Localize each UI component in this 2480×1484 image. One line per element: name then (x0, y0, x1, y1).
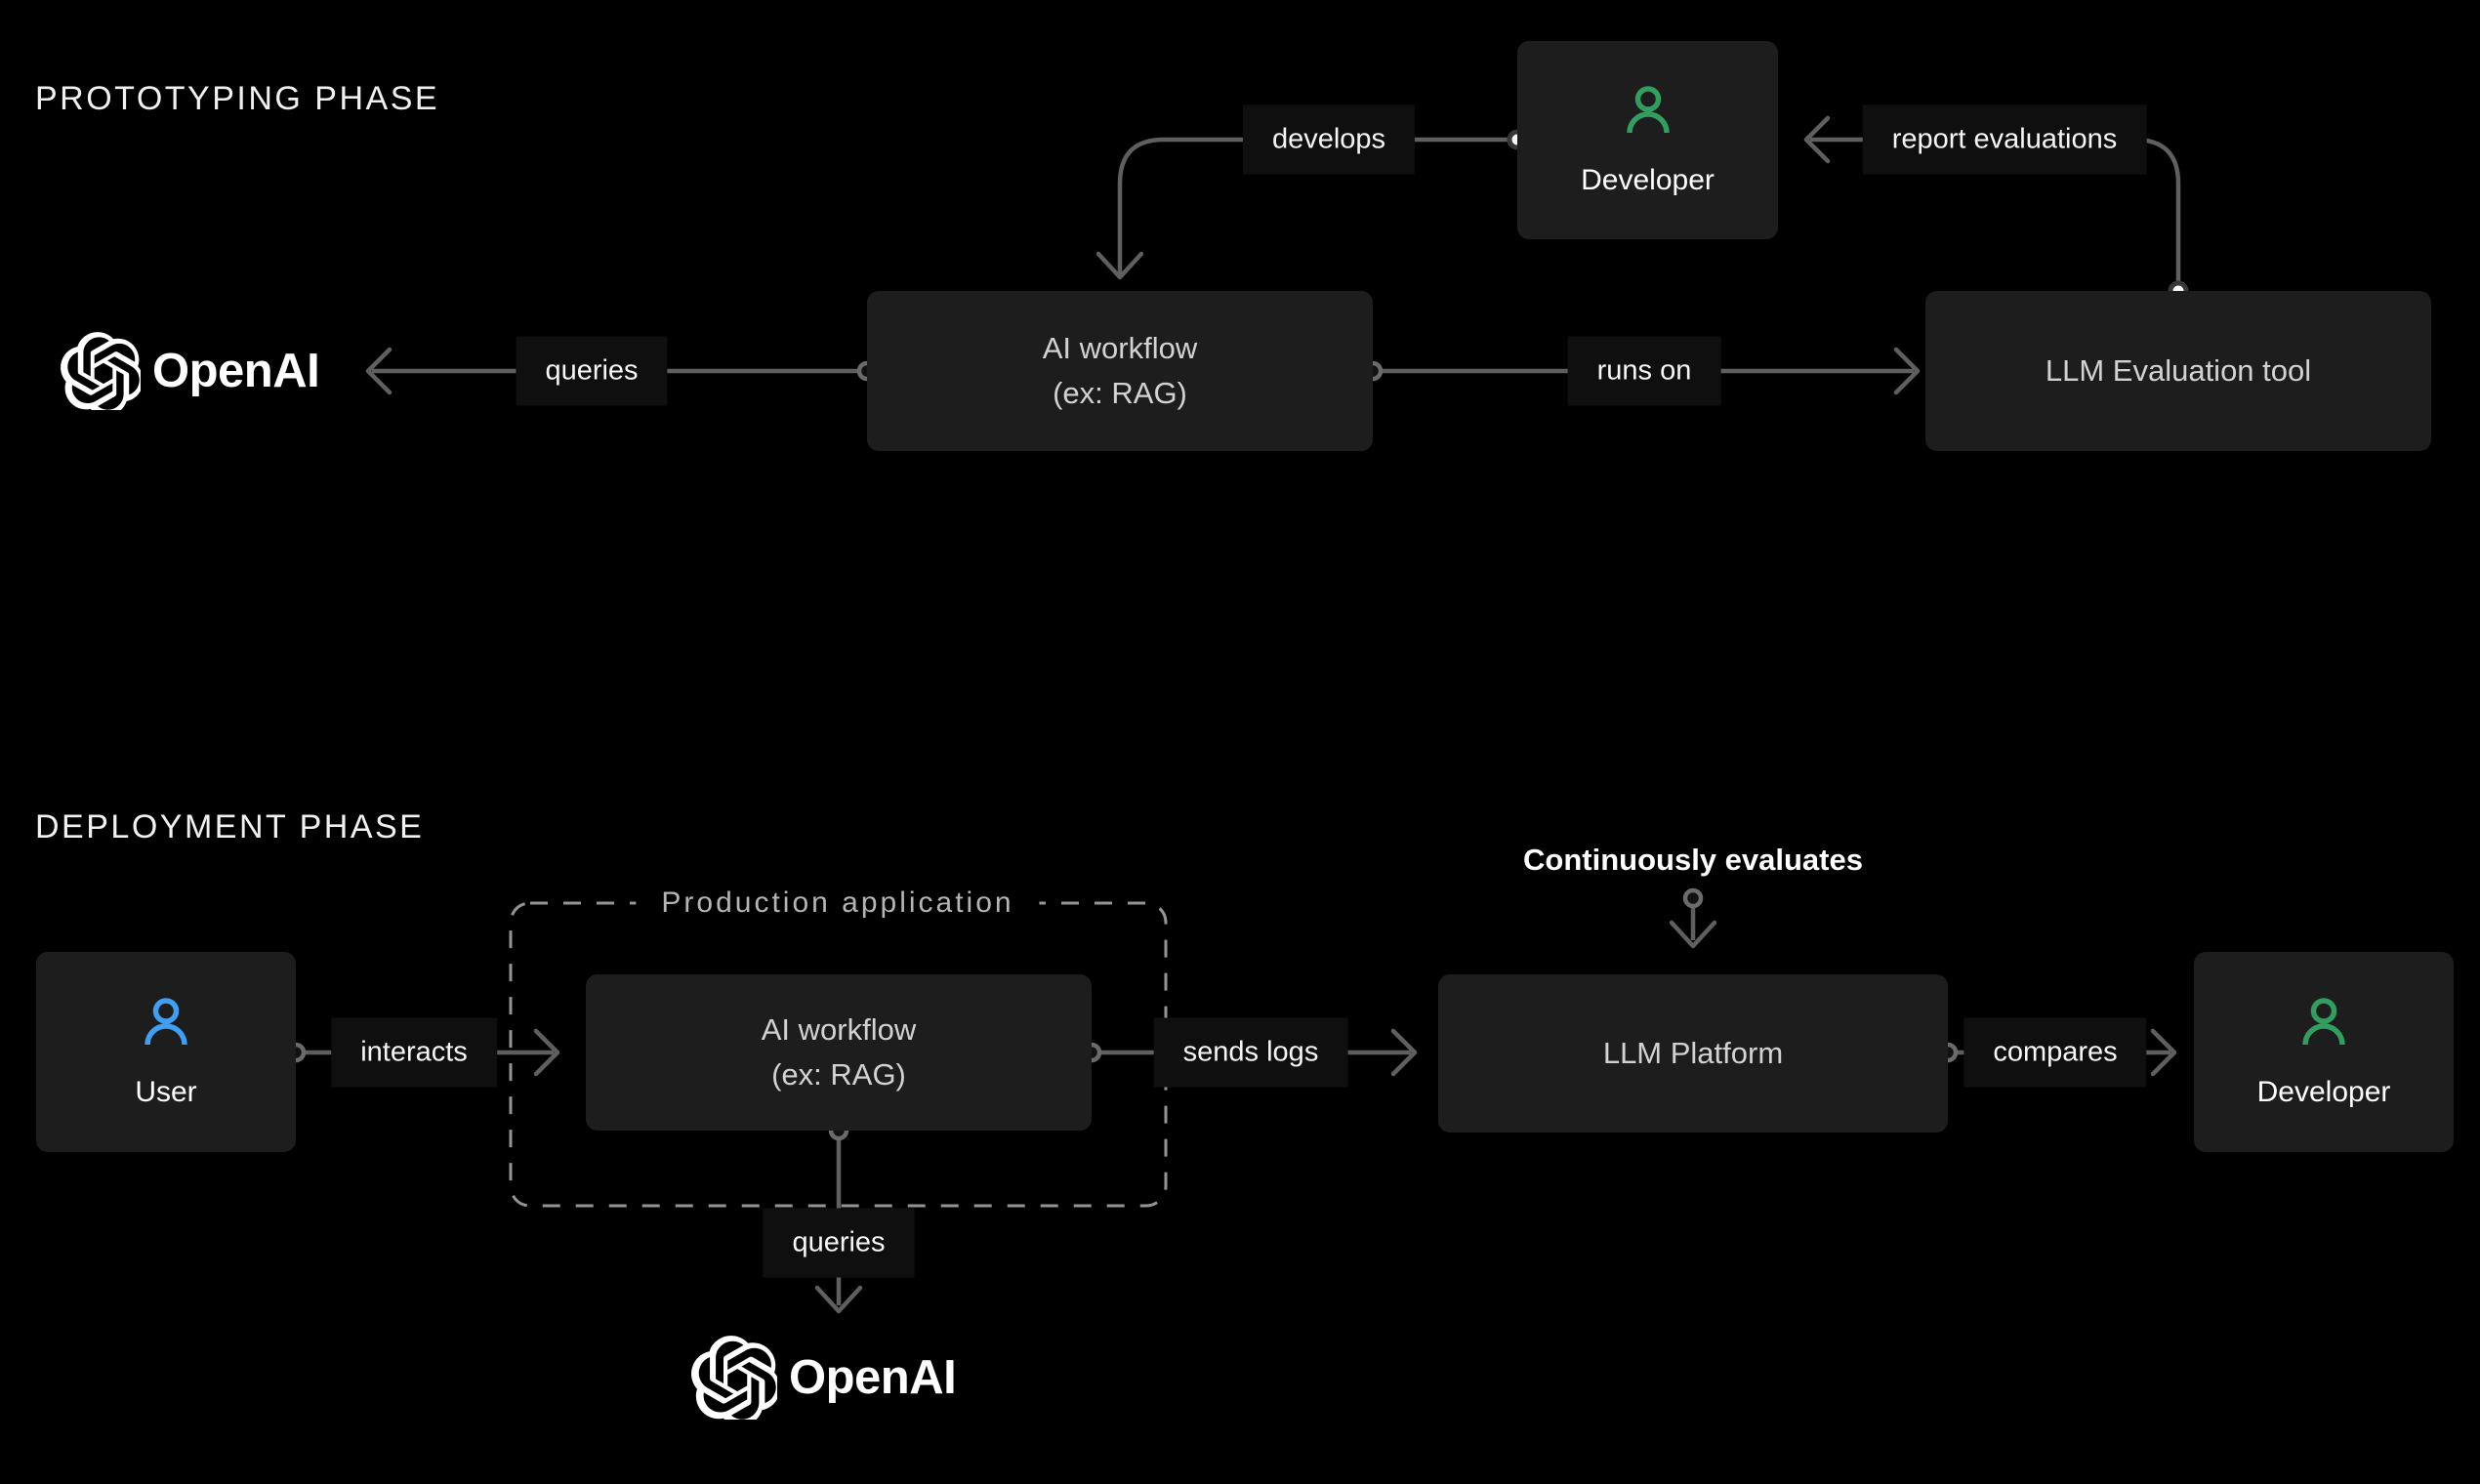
node-developer-deployment: Developer (2194, 952, 2454, 1152)
prototyping-phase-title: PROTOTYPING PHASE (35, 80, 440, 117)
ai-workflow-line1: AI workflow (761, 1011, 917, 1047)
edge-label-queries-top: queries (516, 336, 668, 406)
developer-icon (1621, 84, 1675, 139)
node-label-developer: Developer (2256, 1075, 2391, 1108)
edge-label-compares: compares (1963, 1017, 2147, 1088)
openai-flower-icon (61, 332, 141, 410)
openai-logo-prototyping: OpenAI (61, 332, 320, 410)
node-ai-workflow-prototyping: AI workflow (ex: RAG) (867, 291, 1373, 451)
node-user: User (36, 952, 296, 1152)
llm-platform-label: LLM Platform (1602, 1035, 1784, 1070)
openai-wordmark: OpenAI (789, 1351, 957, 1404)
node-label-developer: Developer (1581, 163, 1715, 196)
edge-label-interacts: interacts (331, 1017, 497, 1088)
node-label-user: User (135, 1075, 197, 1108)
openai-logo-deployment: OpenAI (691, 1336, 957, 1420)
openai-flower-icon (691, 1336, 777, 1420)
node-ai-workflow-deployment: AI workflow (ex: RAG) (586, 974, 1092, 1131)
openai-wordmark: OpenAI (152, 345, 320, 397)
node-llm-platform: LLM Platform (1438, 974, 1948, 1133)
edge-label-queries-bottom: queries (763, 1208, 915, 1278)
node-developer-prototyping: Developer (1517, 41, 1778, 239)
llm-eval-label: LLM Evaluation tool (2045, 352, 2312, 388)
ai-workflow-line1: AI workflow (1042, 330, 1198, 365)
edge-label-sends-logs: sends logs (1153, 1017, 1348, 1088)
ai-workflow-line2: (ex: RAG) (1053, 376, 1187, 410)
user-icon (139, 996, 193, 1051)
production-application-label: Production application (636, 885, 1040, 922)
edge-develops-line (1095, 137, 1517, 280)
edge-label-runs-on: runs on (1567, 336, 1721, 406)
developer-icon (2296, 996, 2351, 1051)
node-llm-evaluation-tool: LLM Evaluation tool (1925, 291, 2431, 451)
continuously-evaluates-annotation: Continuously evaluates (1523, 843, 1863, 877)
edge-label-develops: develops (1242, 104, 1416, 175)
edge-label-report-evaluations: report evaluations (1862, 104, 2147, 175)
ai-workflow-line2: (ex: RAG) (771, 1057, 906, 1092)
deployment-phase-title: DEPLOYMENT PHASE (35, 808, 425, 845)
